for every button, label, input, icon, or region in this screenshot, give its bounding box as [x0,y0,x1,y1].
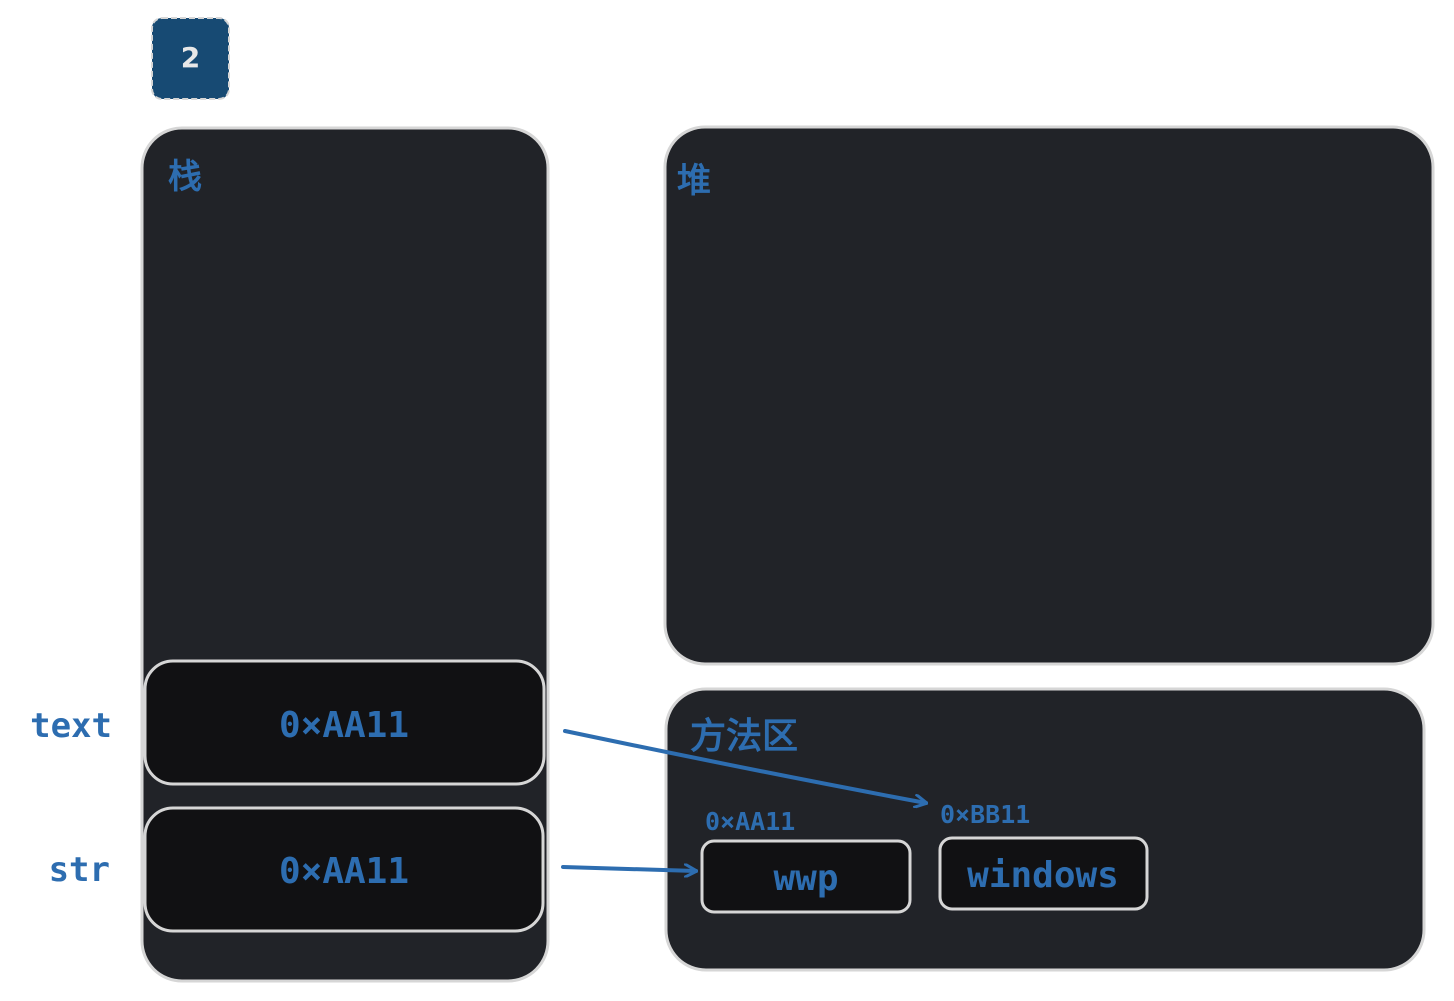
step-badge: 2 [151,17,230,100]
stack-slot-text: text 0×AA11 [30,659,546,786]
method-area-label: 方法区 [690,716,798,757]
heap-label: 堆 [677,161,711,201]
method-entry-wwp-value: wwp [773,858,838,899]
method-entry-wwp-address: 0×AA11 [705,807,795,836]
method-entry-windows-address: 0×BB11 [940,800,1030,829]
arrow-text-to-windows [563,729,926,803]
method-entry-wwp: 0×AA11 wwp [700,807,912,914]
step-badge-number: 2 [181,41,200,74]
stack-slot-text-value: 0×AA11 [279,705,409,746]
arrow-str-to-wwp [561,867,696,871]
stack-slot-str: str 0×AA11 [49,806,545,933]
var-name-text: text [30,706,112,746]
var-name-str: str [49,850,110,890]
method-entry-windows-value: windows [967,855,1119,896]
stack-label: 栈 [168,157,202,197]
method-entry-windows: 0×BB11 windows [938,800,1149,911]
stack-slot-str-value: 0×AA11 [279,851,409,892]
heap-region: 堆 [663,125,1435,666]
